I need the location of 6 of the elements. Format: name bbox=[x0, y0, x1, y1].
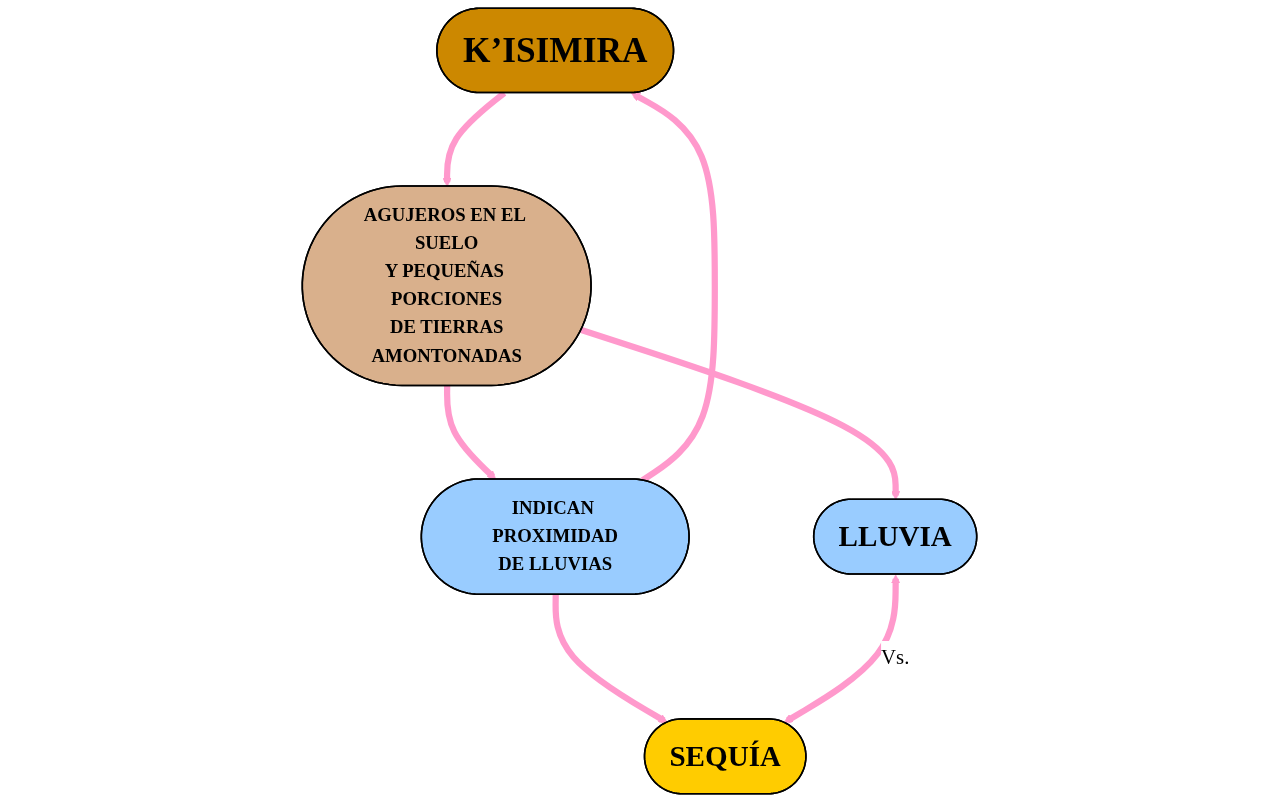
arrow bbox=[630, 92, 718, 483]
arrow bbox=[783, 574, 901, 724]
arrow bbox=[580, 327, 901, 501]
edge-label: Vs. bbox=[881, 645, 910, 668]
arrow bbox=[443, 385, 497, 480]
arrow bbox=[552, 594, 668, 724]
